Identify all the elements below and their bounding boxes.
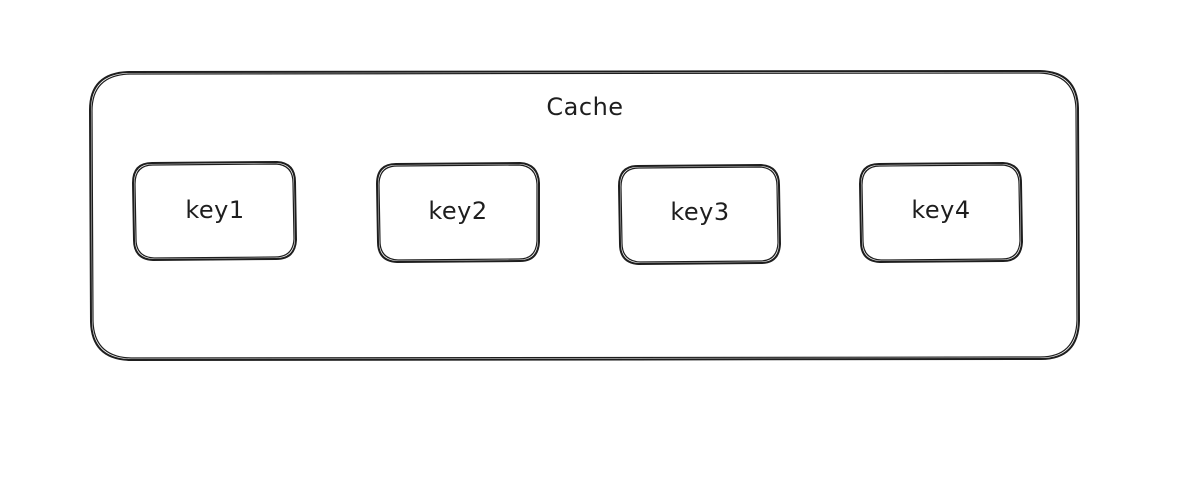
cache-title: Cache	[546, 93, 624, 121]
key-box-2	[376, 162, 540, 263]
key-box-4	[859, 162, 1023, 263]
key-label-2: key2	[428, 197, 488, 225]
key-box-1	[132, 161, 297, 261]
key-box-3	[618, 164, 781, 265]
key-label-4: key4	[911, 196, 971, 224]
key-label-3: key3	[670, 198, 730, 226]
key-label-1: key1	[185, 196, 245, 224]
cache-container	[89, 70, 1080, 361]
